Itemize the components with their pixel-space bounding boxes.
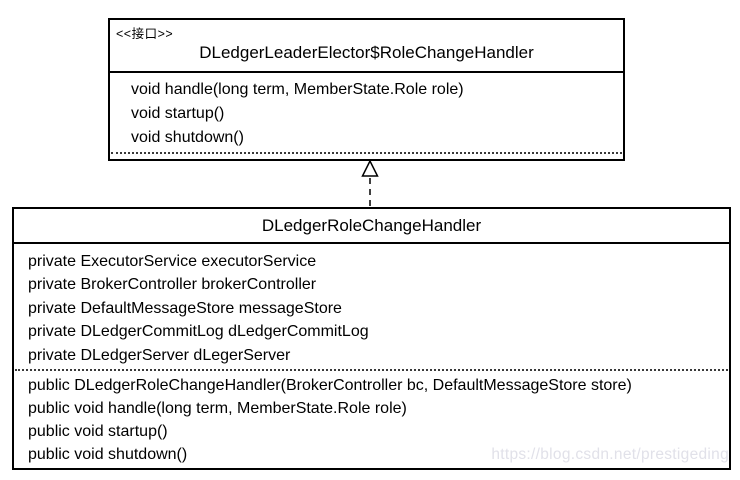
class-field-line: private ExecutorService executorService [28,252,317,270]
class-method-line: public void startup() [28,423,168,440]
class-title: DLedgerRoleChangeHandler [261,216,482,235]
interface-methods-compartment: void handle(long term, MemberState.Role … [110,73,623,152]
hollow-triangle-arrowhead [361,159,379,177]
class-field-line: private DefaultMessageStore messageStore [28,299,342,317]
class-field-line: private DLedgerCommitLog dLedgerCommitLo… [28,323,369,340]
interface-stereotype: <<接口>> [116,27,174,41]
class-field-line: private DLedgerServer dLegerServer [28,346,291,364]
class-title-compartment: DLedgerRoleChangeHandler [14,209,729,244]
class-method-line: public DLedgerRoleChangeHandler(BrokerCo… [28,377,632,394]
class-field-line: private BrokerController brokerControlle… [28,276,317,293]
class-method-line: public void handle(long term, MemberStat… [28,400,407,417]
interface-title-compartment: <<接口>> DLedgerLeaderElector$RoleChangeHa… [110,20,623,74]
interface-method-line: void shutdown() [131,129,244,147]
interface-box: <<接口>> DLedgerLeaderElector$RoleChangeHa… [108,18,625,161]
class-fields-methods-separator [15,369,728,371]
class-box: DLedgerRoleChangeHandler private Executo… [12,207,731,470]
class-method-line: public void shutdown() [28,446,188,463]
class-fields-compartment: private ExecutorService executorService … [14,244,729,370]
class-methods-compartment: public DLedgerRoleChangeHandler(BrokerCo… [14,371,729,468]
interface-bottom-dotted-line [111,152,622,155]
realization-arrow [361,159,379,208]
interface-method-line: void startup() [131,105,225,123]
interface-method-line: void handle(long term, MemberState.Role … [131,81,464,99]
watermark-text: https://blog.csdn.net/prestigeding [491,446,729,463]
interface-title: DLedgerLeaderElector$RoleChangeHandler [199,43,534,63]
